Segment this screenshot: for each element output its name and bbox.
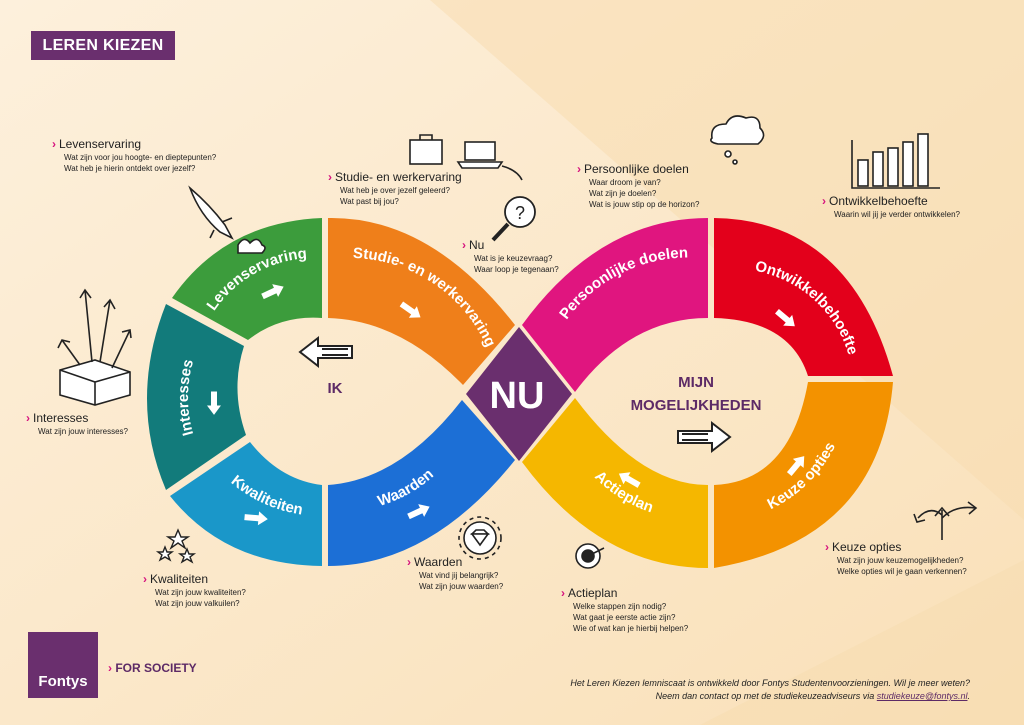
center-label-ik: IK [328,380,343,397]
footer-line1: Het Leren Kiezen lemniscaat is ontwikkel… [570,678,970,688]
segment-studie[interactable] [328,217,515,385]
callout-persoonlijke-doelen: ›Persoonlijke doelen Waar droom je van? … [577,162,699,210]
logo-text: Fontys [38,673,88,690]
callout-title: Waarden [414,555,463,569]
chevron-right-icon: › [825,540,829,554]
segment-persoonlijke-doelen[interactable] [522,218,708,392]
chevron-right-icon: › [328,170,332,184]
callout-waarden: ›Waarden Wat vind jij belangrijk? Wat zi… [407,555,503,592]
page-title: LEREN KIEZEN [31,31,175,60]
segment-arrows [207,284,805,526]
stars-icon [155,528,197,564]
fontys-logo[interactable]: Fontys [28,632,98,698]
callout-title: Ontwikkelbehoefte [829,194,928,208]
segment-waarden[interactable] [328,400,515,566]
thought-cloud-icon [710,115,765,165]
arrow-icon [407,504,430,520]
arrow-icon [399,301,421,318]
callout-title: Kwaliteiten [150,572,209,586]
callout-actieplan: ›Actieplan Welke stappen zijn nodig? Wat… [561,586,688,634]
segment-keuze-opties[interactable] [714,382,893,568]
chevron-right-icon: › [561,586,565,600]
callout-keuze-opties: ›Keuze opties Wat zijn jouw keuzemogelij… [825,540,967,577]
arrow-icon [618,472,641,488]
callout-ontwikkelbehoefte: ›Ontwikkelbehoefte Waarin wil jij je ver… [822,194,960,220]
chevron-right-icon: › [26,411,30,425]
callout-question: Waar droom je van? [589,178,661,187]
callout-studie: ›Studie- en werkervaring Wat heb je over… [328,170,462,207]
callout-title: Interesses [33,411,89,425]
callout-title: Levenservaring [59,137,142,151]
callout-question: Wat is je keuzevraag? [474,254,553,263]
callout-question: Wat past bij jou? [340,197,399,206]
briefcase-laptop-icon [409,134,523,181]
footer-line2-text: Neem dan contact op met de studiekeuzead… [655,691,875,701]
callout-question: Wat is jouw stip op de horizon? [589,200,700,209]
svg-text:?: ? [515,203,525,223]
chevron-right-icon: › [577,162,581,176]
chevron-right-icon: › [407,555,411,569]
callout-question: Wat gaat je eerste actie zijn? [573,613,676,622]
callout-interesses: ›Interesses Wat zijn jouw interesses? [26,411,128,437]
segment-actieplan[interactable] [522,398,708,568]
chevron-right-icon: › [52,137,56,151]
callout-question: Wat zijn jouw keuzemogelijkheden? [837,556,964,565]
segment-interesses[interactable] [147,304,246,490]
callout-levenservaring: ›Levenservaring Wat zijn voor jou hoogte… [52,137,216,174]
callout-question: Waarin wil jij je verder ontwikkelen? [834,210,960,219]
callout-question: Wat zijn jouw valkuilen? [155,599,240,608]
callout-question: Welke stappen zijn nodig? [573,602,667,611]
segment-ontwikkelbehoefte[interactable] [714,218,893,376]
center-label-mijn: MIJN [678,374,714,391]
direction-arrows-icon [913,501,978,540]
box-with-arrows-icon [57,288,132,406]
tagline-text: FOR SOCIETY [115,661,197,675]
callout-question: Wat zijn jouw kwaliteiten? [155,588,246,597]
callout-question: Wat zijn jouw interesses? [38,427,128,436]
callout-title: Actieplan [568,586,618,600]
chevron-right-icon: › [108,661,112,675]
callout-question: Wie of wat kan je hierbij helpen? [573,624,689,633]
segment-levenservaring[interactable] [172,218,322,340]
gear-diamond-icon [458,516,502,560]
callout-title: Nu [469,238,485,252]
callout-question: Wat zijn voor jou hoogte- en dieptepunte… [64,153,217,162]
footer-line2: Neem dan contact op met de studiekeuzead… [570,690,970,703]
email-link[interactable]: studiekeuze@fontys.nl [876,691,968,701]
chevron-right-icon: › [462,238,466,252]
segment-kwaliteiten[interactable] [170,442,322,566]
callout-question: Wat zijn je doelen? [589,189,657,198]
footer-line2-end: . [967,691,970,701]
callout-question: Wat heb je over jezelf geleerd? [340,186,450,195]
callout-question: Wat zijn jouw waarden? [419,582,504,591]
callout-kwaliteiten: ›Kwaliteiten Wat zijn jouw kwaliteiten? … [143,572,246,609]
bar-chart-icon [851,133,940,189]
arrow-icon [261,284,284,300]
center-label-mogelijkheden: MOGELIJKHEDEN [631,397,762,414]
callout-question: Waar loop je tegenaan? [474,265,559,274]
callout-title: Studie- en werkervaring [335,170,462,184]
chevron-right-icon: › [143,572,147,586]
footer-note: Het Leren Kiezen lemniscaat is ontwikkel… [570,677,970,703]
callout-title: Keuze opties [832,540,902,554]
rocket-icon [188,185,266,254]
callout-title: Persoonlijke doelen [584,162,689,176]
arrow-icon [244,511,268,526]
right-arrow-icon [677,420,732,454]
arrow-icon [207,391,221,415]
target-dart-icon [575,543,605,569]
callout-nu: ›Nu Wat is je keuzevraag? Waar loop je t… [462,238,559,275]
chevron-right-icon: › [822,194,826,208]
left-arrow-icon [298,335,353,369]
magnifier-icon: ? [491,196,536,242]
callout-question: Wat heb je hierin ontdekt over jezelf? [64,164,196,173]
tagline: › FOR SOCIETY [108,661,197,675]
arrow-icon [786,456,805,476]
callout-question: Wat vind jij belangrijk? [419,571,499,580]
arrow-icon [775,308,795,327]
nu-diamond[interactable] [466,327,572,461]
callout-question: Welke opties wil je gaan verkennen? [837,567,967,576]
nu-label: NU [490,375,545,417]
